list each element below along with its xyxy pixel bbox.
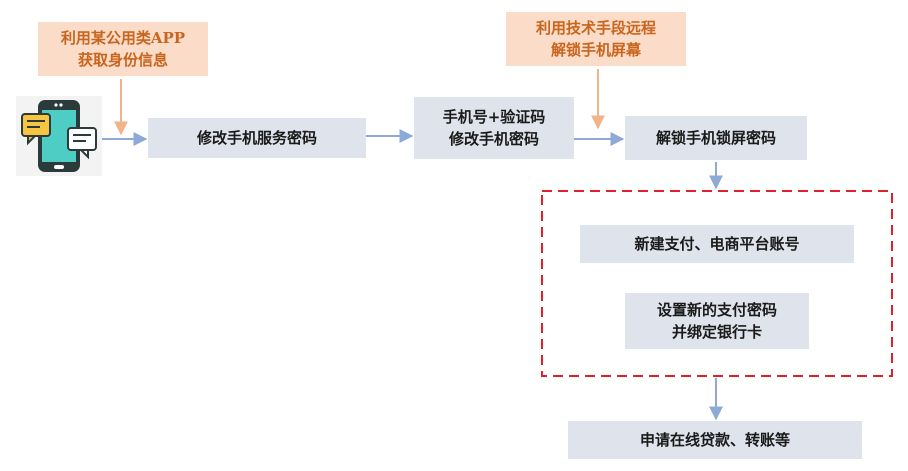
dashed-group-border [541, 190, 893, 377]
step3-label: 解锁手机锁屏密码 [655, 129, 776, 147]
step1-label: 修改手机服务密码 [196, 129, 317, 147]
step-phone-verification: 手机号+验证码 修改手机密码 [414, 97, 574, 159]
group-step2-line2: 并绑定银行卡 [671, 323, 762, 341]
note-right-line2: 解锁手机屏幕 [550, 41, 641, 59]
step-set-pay-password-bind-card: 设置新的支付密码 并绑定银行卡 [625, 293, 809, 349]
smartphone-chat-icon [16, 96, 102, 176]
note-left-line2: 获取身份信息 [77, 51, 168, 69]
group-step1-label: 新建支付、电商平台账号 [634, 235, 800, 253]
step-online-loan-transfer: 申请在线贷款、转账等 [568, 421, 862, 459]
group-step2-line1: 设置新的支付密码 [656, 301, 777, 319]
final-label: 申请在线贷款、转账等 [639, 431, 790, 449]
step2-line1: 手机号+验证码 [442, 108, 546, 126]
note-right: 利用技术手段远程 解锁手机屏幕 [506, 12, 686, 66]
step-create-payment-accounts: 新建支付、电商平台账号 [580, 225, 854, 263]
step-change-service-password: 修改手机服务密码 [148, 118, 366, 158]
step2-line2: 修改手机密码 [448, 130, 539, 148]
note-left: 利用某公用类APP 获取身份信息 [38, 22, 208, 76]
note-left-line1: 利用某公用类APP [60, 29, 186, 47]
step-unlock-screen-password: 解锁手机锁屏密码 [625, 116, 807, 160]
note-right-line1: 利用技术手段远程 [535, 19, 656, 37]
